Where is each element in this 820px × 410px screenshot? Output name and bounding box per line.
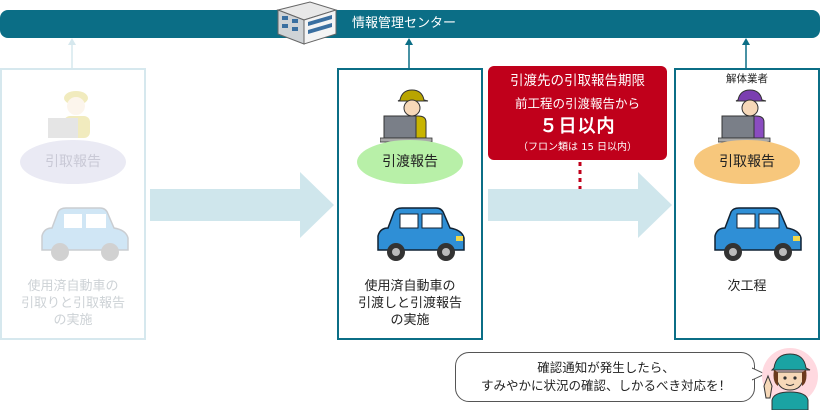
caption-line: の実施 — [53, 313, 93, 328]
step-box-current — [337, 68, 483, 340]
worker-at-pc-icon — [380, 89, 433, 143]
information-center-bar — [0, 10, 820, 38]
notice-line-2: すみやかに状況の確認、しかるべき対応を！ — [480, 378, 731, 393]
pickup-report-badge: 引取報告 — [694, 140, 800, 184]
flow-arrow-1 — [150, 172, 334, 238]
worker-at-pc-icon — [48, 91, 90, 138]
bubble-tail — [752, 367, 766, 381]
building-icon — [276, 1, 338, 45]
up-arrows — [68, 38, 750, 68]
worker-at-pc-icon — [718, 89, 771, 143]
caption-line: 次工程 — [727, 279, 767, 294]
notice-speech-bubble: 確認通知が発生したら、 すみやかに状況の確認、しかるべき対応を！ — [455, 352, 755, 402]
deadline-title: 引渡先の引取報告期限 — [510, 73, 645, 89]
notice-line-1: 確認通知が発生したら、 — [537, 360, 675, 375]
flow-arrow-2 — [488, 172, 672, 238]
handover-report-badge: 引渡報告 — [357, 140, 463, 184]
caption-line: 使用済自動車の — [364, 279, 456, 294]
report-badge-previous: 引取報告 — [20, 140, 126, 184]
step-caption-previous: 使用済自動車の 引取りと引取報告 の実施 — [0, 278, 146, 329]
car-icon — [714, 207, 802, 261]
dismantler-title: 解体業者 — [726, 73, 768, 85]
step-box-previous — [0, 68, 146, 340]
car-icon — [41, 207, 129, 261]
step-caption-current: 使用済自動車の 引渡しと引渡報告 の実施 — [337, 278, 483, 329]
car-icon — [377, 207, 465, 261]
deadline-box: 引渡先の引取報告期限 前工程の引渡報告から ５日以内 （フロン類は 15 日以内… — [488, 66, 667, 160]
deadline-days: ５日以内 — [539, 116, 616, 137]
caption-line: の実施 — [390, 313, 430, 328]
deadline-subtitle: 前工程の引渡報告から — [514, 96, 640, 111]
step-caption-next: 次工程 — [674, 278, 820, 295]
caption-line: 使用済自動車の — [27, 279, 119, 294]
caption-line: 引取りと引取報告 — [20, 296, 125, 311]
staff-person-icon — [762, 348, 818, 410]
information-center-label: 情報管理センター — [352, 16, 457, 31]
caption-line: 引渡しと引渡報告 — [357, 296, 462, 311]
deadline-note: （フロン類は 15 日以内） — [517, 142, 638, 153]
